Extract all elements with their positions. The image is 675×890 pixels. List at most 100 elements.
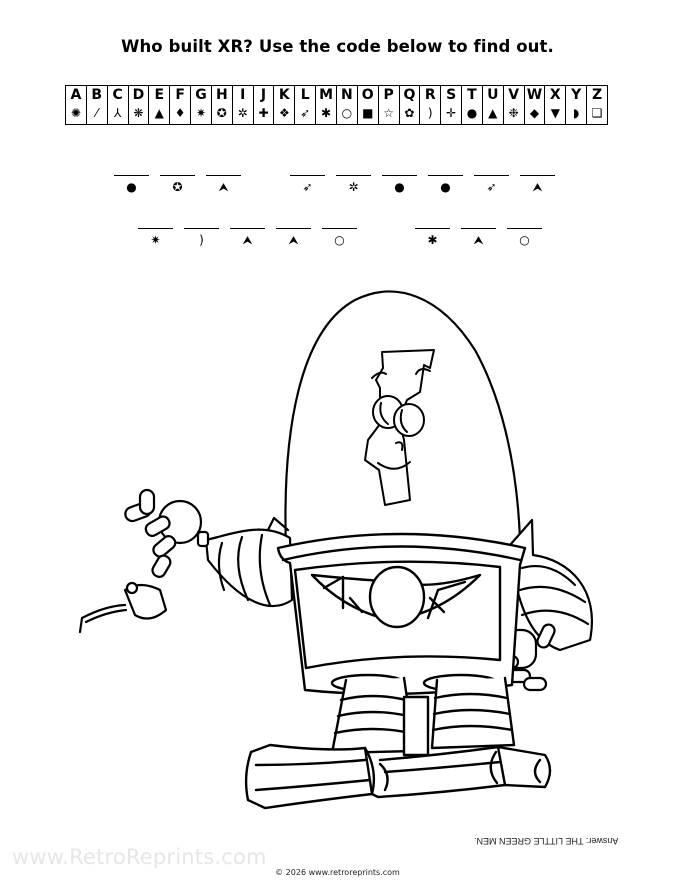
answer-blank[interactable]: ⮝ xyxy=(276,228,311,247)
filled-square-icon: ■ xyxy=(362,106,374,120)
blank-line xyxy=(206,175,241,176)
cipher-symbol-icon: ➶ xyxy=(302,180,313,194)
filled-diamond-icon: ◆ xyxy=(529,106,540,120)
cipher-symbol-icon: ○ xyxy=(334,233,345,247)
cipher-symbol-icon: ➶ xyxy=(486,180,497,194)
blank-line xyxy=(276,228,311,229)
answer-blank[interactable]: ○ xyxy=(507,228,542,247)
code-cell-t: T● xyxy=(462,86,483,124)
eight-point-star-icon: ✷ xyxy=(195,106,207,120)
code-cell-b: B⁄ xyxy=(87,86,108,124)
shadowed-square-icon: ❏ xyxy=(591,106,603,120)
code-cell-i: I✲ xyxy=(233,86,254,124)
outline-star-icon: ☆ xyxy=(383,106,394,120)
code-letter: O xyxy=(361,87,374,103)
puzzle-word: ➶ ✲ ● ● ➶ ⮝ xyxy=(290,175,566,194)
code-letter: E xyxy=(154,87,165,103)
crescent-icon: ) xyxy=(427,106,433,120)
code-cell-r: R) xyxy=(420,86,442,124)
snowflake-icon: ❉ xyxy=(508,106,519,120)
code-letter: J xyxy=(260,87,267,103)
cipher-symbol-icon: ✱ xyxy=(427,233,438,247)
code-cell-m: M✱ xyxy=(316,86,337,124)
answer-blank[interactable]: ✪ xyxy=(160,175,195,194)
gear-flower-icon: ✿ xyxy=(404,106,415,120)
code-cell-d: D❋ xyxy=(129,86,150,124)
blank-line xyxy=(507,228,542,229)
robot-legs xyxy=(330,673,516,757)
answer-blank[interactable]: ● xyxy=(114,175,149,194)
answer-blank[interactable]: ➶ xyxy=(290,175,325,194)
rocket-icon: ➶ xyxy=(300,106,311,120)
cipher-symbol-icon: ● xyxy=(394,180,405,194)
code-cell-s: S✛ xyxy=(441,86,463,124)
rhombus-icon: ♦ xyxy=(174,106,186,120)
cipher-symbol-icon: ⮝ xyxy=(218,180,229,194)
cipher-symbol-icon: ⮝ xyxy=(288,233,299,247)
blank-line xyxy=(114,175,149,176)
cipher-symbol-icon: ⮝ xyxy=(532,180,543,194)
answer-blank[interactable]: ✷ xyxy=(138,228,173,247)
cipher-symbol-icon: ✲ xyxy=(348,180,359,194)
code-letter: L xyxy=(300,87,310,103)
answer-blank[interactable]: ✲ xyxy=(336,175,371,194)
answer-blank[interactable]: ⮝ xyxy=(230,228,265,247)
cipher-symbol-icon: ⮝ xyxy=(242,233,253,247)
cipher-symbol-icon: ✪ xyxy=(172,180,183,194)
code-letter: W xyxy=(526,87,543,103)
blank-line xyxy=(382,175,417,176)
puzzle-word: ✱ ⮝ ○ xyxy=(415,228,553,247)
code-letter: M xyxy=(319,87,334,103)
code-cell-p: P☆ xyxy=(379,86,400,124)
code-cell-q: Q✿ xyxy=(400,86,421,124)
blank-line xyxy=(322,228,357,229)
answer-blank[interactable]: ⮝ xyxy=(461,228,496,247)
code-letter: H xyxy=(215,87,228,103)
code-letter: F xyxy=(175,87,185,103)
code-cell-u: U▲ xyxy=(483,86,504,124)
answer-blank[interactable]: ● xyxy=(382,175,417,194)
answer-blank[interactable]: ➶ xyxy=(474,175,509,194)
puzzle-row-2: ✷) ⮝ ⮝ ○ ✱ ⮝ ○ xyxy=(138,228,553,247)
answer-blank[interactable]: ✱ xyxy=(415,228,450,247)
blank-line xyxy=(474,175,509,176)
answer-blank[interactable]: ) xyxy=(184,228,219,247)
page-title: Who built XR? Use the code below to find… xyxy=(121,37,554,56)
code-cell-c: C⅄ xyxy=(108,86,129,124)
planet-streak-icon: ⁄ xyxy=(95,106,98,120)
cipher-symbol-icon: ⮝ xyxy=(473,233,484,247)
code-letter: P xyxy=(383,87,394,103)
code-cell-j: J✚ xyxy=(254,86,275,124)
code-letter: S xyxy=(446,87,457,103)
tripod-icon: ⅄ xyxy=(113,106,122,120)
answer-blank[interactable]: ○ xyxy=(322,228,357,247)
watermark-text: www.RetroReprints.com xyxy=(12,845,267,869)
code-cell-a: A✺ xyxy=(66,86,87,124)
cipher-symbol-icon: ○ xyxy=(519,233,530,247)
cipher-symbol-icon: ) xyxy=(199,233,204,247)
arrowhead-icon: ▲ xyxy=(154,106,164,120)
blank-line xyxy=(290,175,325,176)
code-cell-x: X▼ xyxy=(545,86,567,124)
code-letter: B xyxy=(91,87,103,103)
blank-line xyxy=(461,228,496,229)
filled-triangle-icon: ▲ xyxy=(488,106,498,120)
circled-star-icon: ✪ xyxy=(216,106,227,120)
robot-feet xyxy=(244,743,552,810)
filled-circle-icon: ● xyxy=(466,106,478,120)
goggles-icon xyxy=(372,395,425,437)
puzzle-row-1: ● ✪ ⮝ ➶ ✲ ● ● ➶ ⮝ xyxy=(114,175,566,194)
code-cell-l: L➶ xyxy=(295,86,317,124)
answer-blank[interactable]: ⮝ xyxy=(206,175,241,194)
answer-blank[interactable]: ⮝ xyxy=(520,175,555,194)
code-letter: K xyxy=(278,87,290,103)
blank-line xyxy=(160,175,195,176)
snowflake-asterisk-icon: ❋ xyxy=(133,106,144,120)
open-asterisk-icon: ✲ xyxy=(237,106,248,120)
copyright-text: © 2026 www.retroreprints.com xyxy=(275,868,400,877)
code-letter: Y xyxy=(571,87,582,103)
code-letter: D xyxy=(132,87,145,103)
answer-blank[interactable]: ● xyxy=(428,175,463,194)
code-cell-n: N○ xyxy=(337,86,358,124)
